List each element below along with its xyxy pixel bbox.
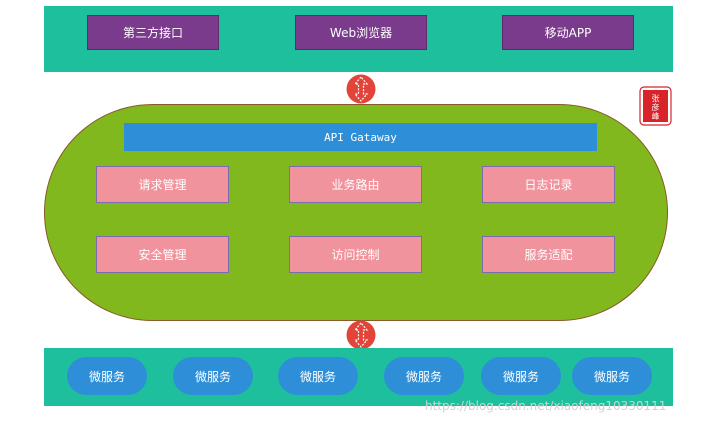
function-business-routing: 业务路由 [289, 166, 422, 203]
function-logging: 日志记录 [482, 166, 615, 203]
watermark: https://blog.csdn.net/xiaofeng10330111 [425, 399, 667, 413]
bidirectional-arrow-icon [346, 320, 376, 350]
svg-text:彦: 彦 [652, 102, 660, 112]
microservice-3: 微服务 [278, 357, 358, 395]
function-service-adaptation: 服务适配 [482, 236, 615, 273]
microservice-5: 微服务 [481, 357, 561, 395]
microservice-4: 微服务 [384, 357, 464, 395]
microservice-1: 微服务 [67, 357, 147, 395]
microservice-2: 微服务 [173, 357, 253, 395]
bidirectional-arrow-icon [346, 74, 376, 104]
client-third-party-api: 第三方接口 [87, 15, 219, 50]
svg-text:张: 张 [652, 94, 660, 103]
function-security-management: 安全管理 [96, 236, 229, 273]
function-access-control: 访问控制 [289, 236, 422, 273]
microservice-6: 微服务 [572, 357, 652, 395]
seal-stamp-icon: 张 彦 峰 [639, 86, 672, 126]
microservices-band [44, 348, 673, 406]
api-gateway-title: API Gataway [124, 123, 597, 151]
function-request-management: 请求管理 [96, 166, 229, 203]
svg-text:峰: 峰 [652, 111, 660, 121]
client-mobile-app: 移动APP [502, 15, 634, 50]
client-web-browser: Web浏览器 [295, 15, 427, 50]
